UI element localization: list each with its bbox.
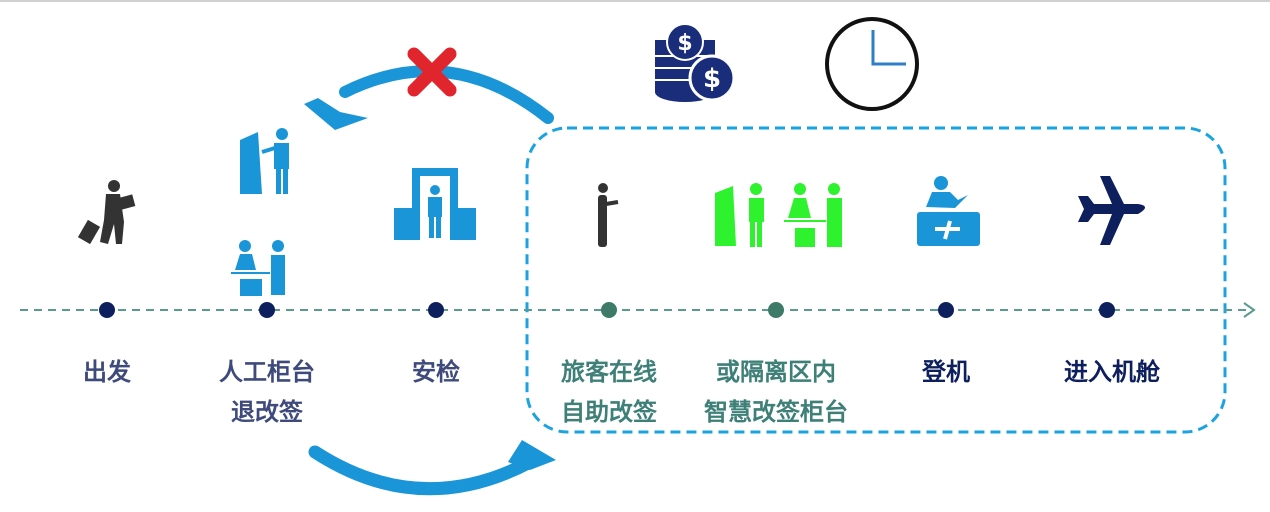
security-check-icon <box>394 168 476 240</box>
boarding-desk-icon <box>917 176 980 246</box>
step-label-manual-counter: 人工柜台 <box>219 358 315 386</box>
cross-icon <box>407 47 457 97</box>
traveler-icon <box>77 180 136 245</box>
step-label-enter-cabin: 进入机舱 <box>1064 358 1160 386</box>
step-label-online: 旅客在线 <box>561 358 657 386</box>
svg-text:$: $ <box>677 31 692 56</box>
timeline-dot <box>99 302 115 318</box>
step-label-smart-counter-2: 智慧改签柜台 <box>704 398 848 426</box>
back-arrow-icon <box>304 65 554 130</box>
timeline-dot <box>938 302 954 318</box>
timeline-dot <box>601 302 617 318</box>
timeline <box>20 302 1256 318</box>
manual-counter-icon <box>231 240 285 296</box>
phone-user-icon <box>598 183 619 247</box>
self-service-region <box>525 126 1227 434</box>
svg-text:$: $ <box>703 64 721 94</box>
kiosk-icon <box>240 128 289 194</box>
timeline-dot <box>259 302 275 318</box>
step-label-depart: 出发 <box>83 358 131 386</box>
clock-icon <box>825 17 919 111</box>
top-border <box>0 0 1270 2</box>
airplane-icon <box>1078 176 1145 245</box>
step-label-smart-counter: 或隔离区内 <box>716 358 836 386</box>
step-label-online-2: 自助改签 <box>561 398 657 426</box>
timeline-dot <box>428 302 444 318</box>
step-label-security: 安检 <box>412 358 460 386</box>
timeline-dot <box>1099 302 1115 318</box>
step-label-manual-counter-2: 退改签 <box>231 398 303 426</box>
coins-icon: $ $ <box>655 23 736 102</box>
step-label-boarding: 登机 <box>922 358 970 386</box>
smart-counter-icon <box>715 183 842 247</box>
timeline-dot <box>768 302 784 318</box>
forward-arrow-icon <box>308 440 556 496</box>
